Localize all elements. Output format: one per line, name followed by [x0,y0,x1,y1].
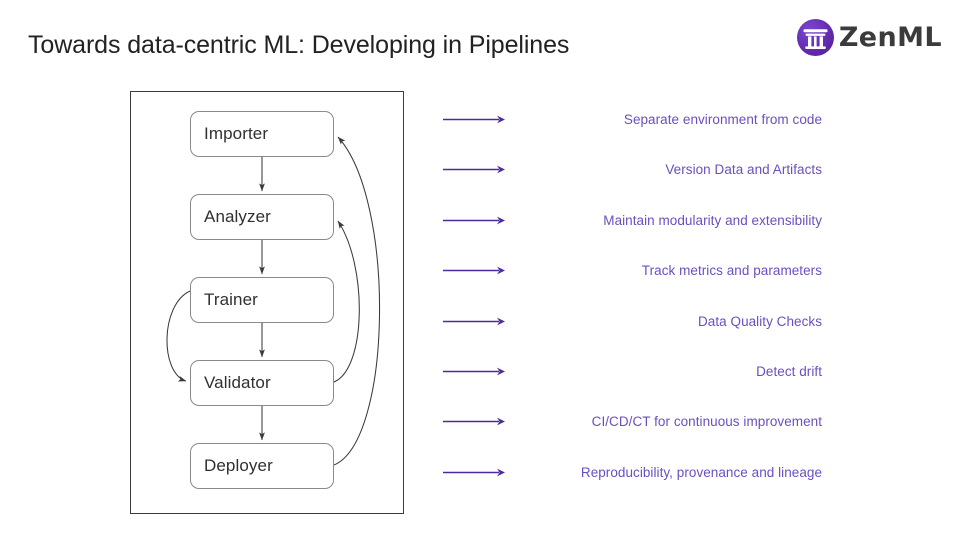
pipeline-node-label: Importer [204,124,269,143]
pipeline-connectors [166,136,381,466]
pipeline-node-label: Deployer [204,456,273,475]
benefit-item: Separate environment from code [435,110,835,130]
arrow-right-icon [443,115,505,124]
benefit-label: Separate environment from code [623,112,822,127]
arrow-right-icon [443,367,505,376]
benefit-item: Track metrics and parameters [435,261,835,281]
arrow-right-icon [443,266,505,275]
pipeline-node-deployer[interactable]: Deployer [190,443,334,489]
pipeline-node-validator[interactable]: Validator [190,360,334,406]
arrow-right-icon [443,165,505,174]
pipeline-frame [130,91,404,514]
arrow-right-icon [443,317,505,326]
benefit-label: Reproducibility, provenance and lineage [580,465,822,480]
benefit-label: Data Quality Checks [698,314,822,329]
pipeline-node-label: Validator [204,373,271,392]
arrow-right-icon [443,468,505,477]
pipeline-node-importer[interactable]: Importer [190,111,334,157]
zenml-logo: ZenML [796,17,942,57]
benefit-item: CI/CD/CT for continuous improvement [435,412,835,432]
benefit-label: CI/CD/CT for continuous improvement [591,414,822,429]
pipeline-node-analyzer[interactable]: Analyzer [190,194,334,240]
benefit-item: Detect drift [435,362,835,382]
benefit-item: Maintain modularity and extensibility [435,211,835,231]
benefit-label: Maintain modularity and extensibility [603,213,822,228]
benefit-item: Data Quality Checks [435,312,835,332]
benefit-label: Version Data and Artifacts [665,162,822,177]
arrow-right-icon [443,417,505,426]
zenml-wordmark: ZenML [838,21,942,53]
benefit-item: Version Data and Artifacts [435,160,835,180]
page-title: Towards data-centric ML: Developing in P… [28,31,570,59]
pipeline-node-trainer[interactable]: Trainer [190,277,334,323]
benefit-label: Detect drift [756,364,822,379]
pipeline-node-label: Trainer [204,290,258,309]
benefit-label: Track metrics and parameters [641,263,822,278]
arrow-right-icon [443,216,505,225]
benefit-item: Reproducibility, provenance and lineage [435,463,835,483]
torii-gate-icon [796,18,834,56]
pipeline-node-label: Analyzer [204,207,271,226]
